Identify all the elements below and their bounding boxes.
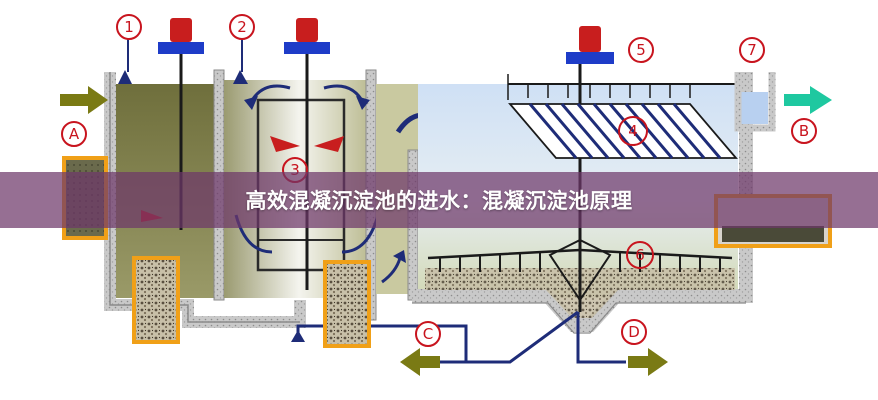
svg-text:1: 1 <box>124 18 134 36</box>
label-1: 1 <box>116 14 142 40</box>
svg-text:3: 3 <box>290 161 300 179</box>
motor-icon <box>579 26 601 52</box>
flow-arrow-icon <box>400 348 440 376</box>
motor-icon <box>170 18 192 42</box>
motor-icon <box>296 18 318 42</box>
label-D: D <box>621 319 647 345</box>
flow-arrow-icon <box>628 348 668 376</box>
svg-text:D: D <box>628 323 640 341</box>
svg-text:5: 5 <box>636 41 646 59</box>
motor-icon <box>158 42 204 54</box>
flow-arrow-icon <box>60 86 108 114</box>
sample-window-flocculated <box>323 260 371 348</box>
label-C: C <box>415 321 441 347</box>
label-5: 5 <box>628 37 654 63</box>
svg-text:B: B <box>799 122 809 140</box>
svg-text:7: 7 <box>747 41 757 59</box>
flow-arrow-icon <box>784 86 832 114</box>
page-title: 高效混凝沉淀池的进水：混凝沉淀池原理 <box>245 189 633 213</box>
motor-icon <box>566 52 614 64</box>
svg-text:6: 6 <box>635 246 645 264</box>
motor-icon <box>284 42 330 54</box>
svg-text:A: A <box>69 125 80 143</box>
svg-text:C: C <box>423 325 433 343</box>
label-2: 2 <box>229 14 255 40</box>
svg-text:2: 2 <box>237 18 247 36</box>
label-7: 7 <box>739 37 765 63</box>
label-4: 4 <box>618 116 648 146</box>
svg-text:4: 4 <box>628 122 638 140</box>
sample-window-coagulated <box>132 256 180 344</box>
label-A: A <box>61 121 87 147</box>
label-6: 6 <box>626 241 654 269</box>
label-B: B <box>791 118 817 144</box>
title-banner: 高效混凝沉淀池的进水：混凝沉淀池原理 <box>0 172 878 228</box>
